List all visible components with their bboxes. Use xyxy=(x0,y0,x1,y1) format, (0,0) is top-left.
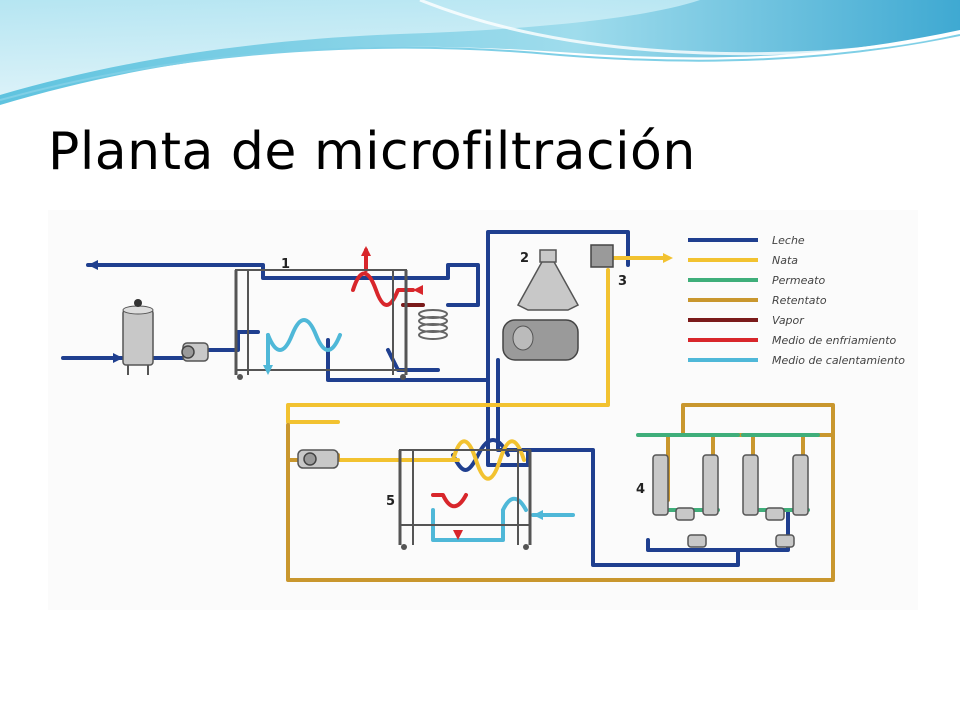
arrow-up-icon xyxy=(453,530,463,540)
legend-item-retentato: Retentato xyxy=(688,294,827,307)
arrow-left-icon xyxy=(533,510,543,520)
arrow-right-icon xyxy=(663,253,673,263)
nata-pipes xyxy=(286,256,670,481)
legend-item-permeato: Permeato xyxy=(688,274,825,287)
microfiltration-plant-diagram: 1 2 3 xyxy=(48,210,918,610)
pump-5 xyxy=(297,449,339,469)
arrow-right-icon xyxy=(113,353,123,363)
permeato-pipes xyxy=(636,433,820,512)
svg-text:Medio de calentamiento: Medio de calentamiento xyxy=(772,354,905,367)
svg-text:Vapor: Vapor xyxy=(772,314,805,327)
legend-item-vapor: Vapor xyxy=(688,314,805,327)
label-5: 5 xyxy=(386,494,395,509)
heat-exchanger-5 xyxy=(398,449,532,550)
svg-text:Retentato: Retentato xyxy=(772,294,827,307)
label-4: 4 xyxy=(636,482,645,497)
svg-text:Permeato: Permeato xyxy=(772,274,825,287)
diagram-background xyxy=(48,210,918,610)
label-1: 1 xyxy=(281,257,290,272)
arrow-left-icon xyxy=(88,260,98,270)
arrow-up-icon xyxy=(361,246,371,256)
cooling-hx5-pipe xyxy=(431,493,468,509)
leche-separator-down-pipe xyxy=(496,358,740,567)
label-2: 2 xyxy=(520,251,529,266)
separator-2 xyxy=(502,249,580,361)
legend-item-nata: Nata xyxy=(688,254,798,267)
storage-tank xyxy=(122,299,154,375)
slide-title: Planta de microfiltración xyxy=(48,122,696,182)
leche-hx5-pipe xyxy=(486,378,530,467)
holding-coil xyxy=(418,309,448,340)
nata-hx5-arc xyxy=(451,439,526,481)
legend-item-calentamiento: Medio de calentamiento xyxy=(688,354,905,367)
svg-text:Nata: Nata xyxy=(772,254,798,267)
leche-hx5-arc-pipe xyxy=(451,438,510,472)
leche-loop-pipe xyxy=(376,263,480,307)
legend-item-leche: Leche xyxy=(688,234,805,247)
arrow-down-icon xyxy=(263,365,273,375)
microfilter-modules-4 xyxy=(652,454,809,548)
permeato-pipe xyxy=(636,433,820,512)
heating-hx1-pipe xyxy=(266,318,342,352)
leche-hx-return-pipe xyxy=(326,230,630,382)
nata-return-pipe xyxy=(286,268,610,424)
legend: Leche Nata Permeato Retentato Vapor Medi… xyxy=(688,234,905,367)
legend-item-enfriamiento: Medio de enfriamiento xyxy=(688,334,897,347)
flow-unit-3 xyxy=(590,244,614,268)
label-3: 3 xyxy=(618,274,627,289)
header-wave-decoration xyxy=(0,0,960,110)
svg-text:Leche: Leche xyxy=(772,234,805,247)
leche-outlet-pipe xyxy=(86,263,380,280)
flow-arrows xyxy=(88,246,673,540)
heat-exchanger-1 xyxy=(234,269,408,380)
svg-text:Medio de enfriamiento: Medio de enfriamiento xyxy=(772,334,897,347)
pump-1 xyxy=(181,342,209,362)
arrow-left-icon xyxy=(413,285,423,295)
